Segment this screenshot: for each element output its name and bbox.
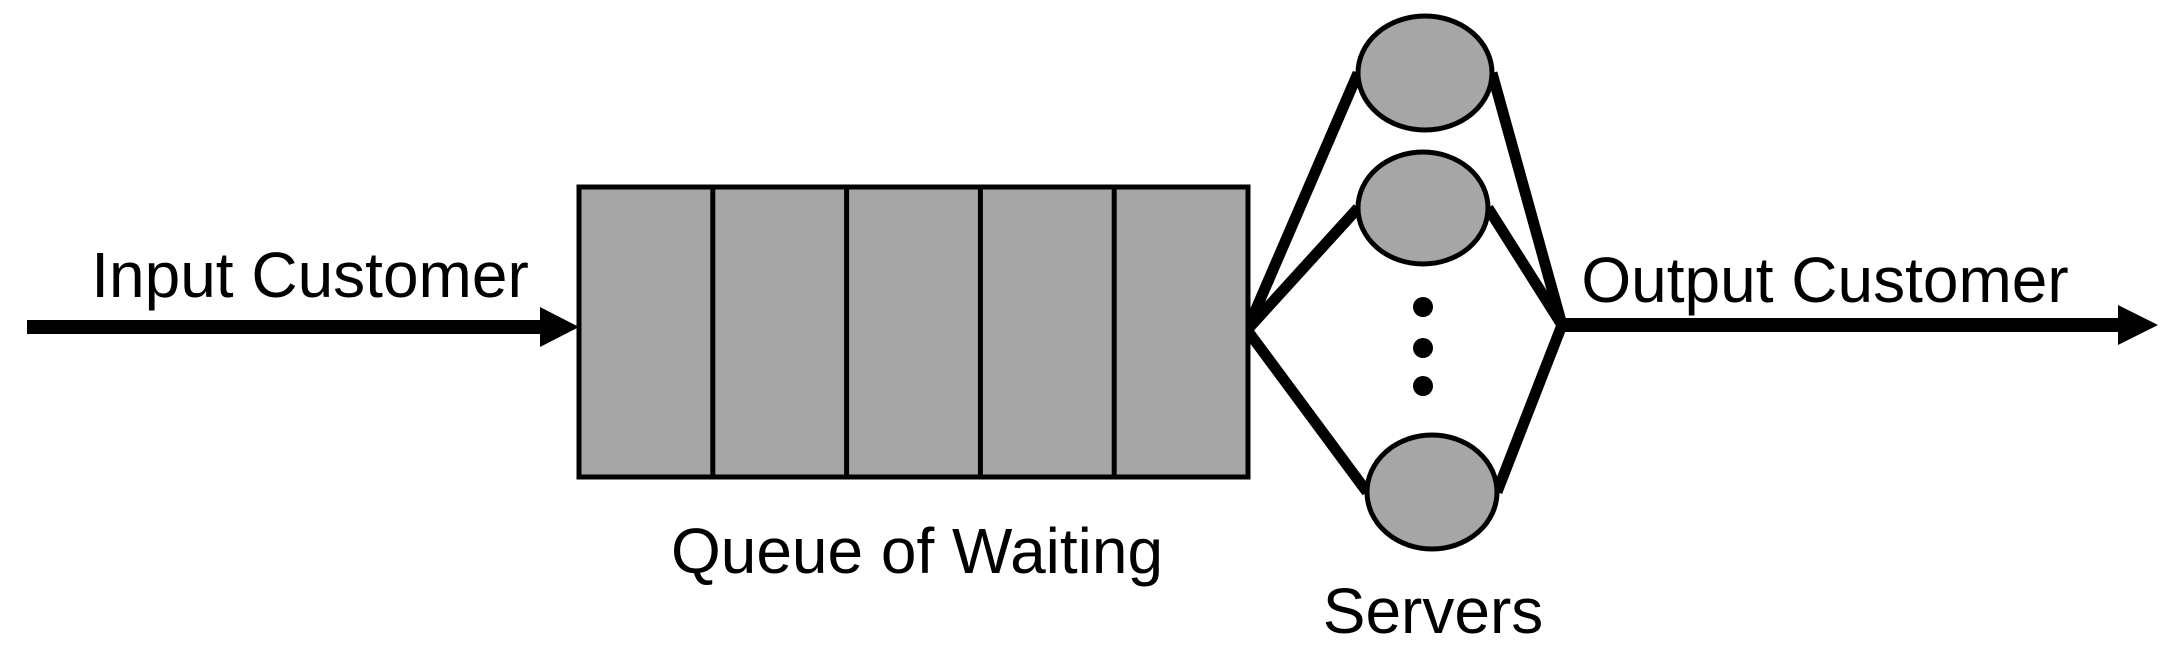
queue-label: Queue of Waiting [671, 515, 1163, 587]
queue-rect [576, 184, 1251, 480]
queue-box [576, 184, 1251, 480]
servers-label: Servers [1323, 575, 1544, 647]
server-node-1 [1355, 13, 1495, 133]
ellipsis-dot-3 [1413, 376, 1433, 396]
connector-server-2-to-output [1483, 205, 1567, 328]
fan-in-connectors [1483, 71, 1568, 494]
connector-queue-to-server-1 [1241, 70, 1364, 333]
server-node-2 [1355, 149, 1491, 267]
connector-queue-to-server-n [1242, 326, 1372, 496]
output-arrowhead-icon [2118, 305, 2158, 345]
server-node-n [1364, 432, 1500, 552]
server-nodes [1355, 13, 1500, 552]
ellipsis-dot-2 [1413, 338, 1433, 358]
connector-server-n-to-output [1491, 323, 1568, 494]
input-arrow [27, 307, 579, 347]
input-arrowhead-icon [540, 307, 579, 347]
fan-out-connectors [1241, 70, 1372, 496]
output-label: Output Customer [1581, 244, 2068, 316]
output-arrow [1562, 305, 2158, 345]
more-servers-ellipsis-icon [1413, 297, 1433, 396]
connector-server-1-to-output [1486, 71, 1568, 327]
connector-queue-to-server-2 [1242, 204, 1363, 334]
input-label: Input Customer [91, 239, 529, 311]
ellipsis-dot-1 [1413, 297, 1433, 317]
